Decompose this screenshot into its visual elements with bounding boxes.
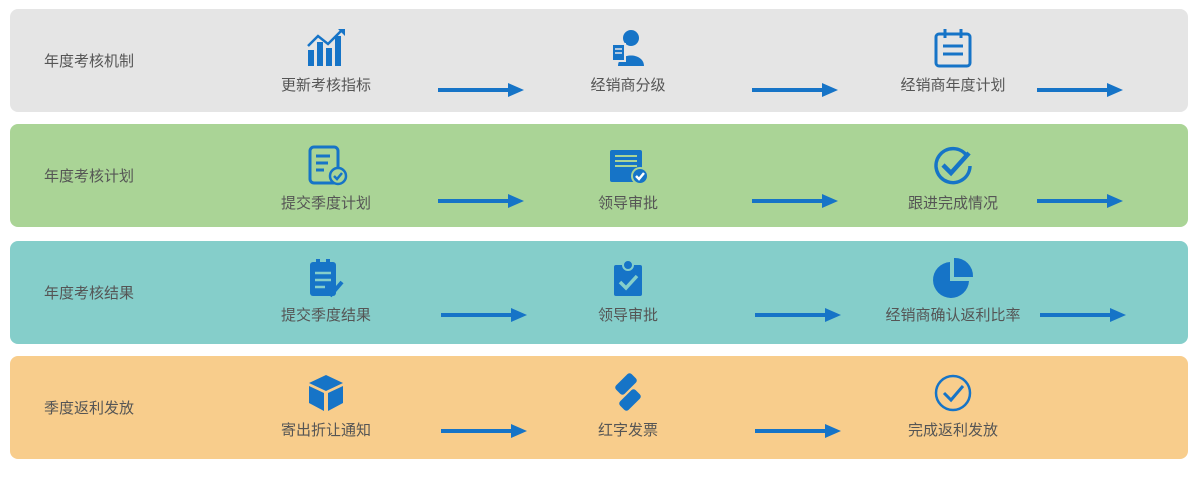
inbox-check-icon bbox=[606, 144, 650, 188]
step-label: 领导审批 bbox=[597, 194, 658, 212]
arrow-icon bbox=[441, 424, 527, 438]
step-leader-approval: 领导审批 bbox=[528, 144, 728, 213]
step-label: 完成返利发放 bbox=[907, 421, 998, 439]
check-circle-icon bbox=[931, 144, 975, 188]
process-row-3: 年度考核结果 提交季度结果 领导审批 bbox=[10, 241, 1188, 344]
step-label: 寄出折让通知 bbox=[280, 421, 371, 439]
row-title: 季度返利发放 bbox=[44, 399, 135, 417]
process-row-2: 年度考核计划 提交季度计划 bbox=[10, 124, 1188, 227]
clipboard-edit-icon bbox=[304, 256, 348, 300]
step-label: 红字发票 bbox=[597, 421, 658, 439]
step-label: 领导审批 bbox=[597, 306, 658, 324]
step-label: 更新考核指标 bbox=[280, 76, 371, 94]
arrow-icon bbox=[1037, 194, 1123, 208]
step-label: 提交季度结果 bbox=[280, 306, 371, 324]
row-title: 年度考核结果 bbox=[44, 284, 135, 302]
step-submit-quarterly-plan: 提交季度计划 bbox=[226, 144, 426, 213]
clipboard-check-icon bbox=[606, 256, 650, 300]
arrow-icon bbox=[438, 194, 524, 208]
row-title: 年度考核机制 bbox=[44, 52, 135, 70]
step-label: 经销商年度计划 bbox=[900, 76, 1006, 94]
bar-chart-icon bbox=[304, 26, 348, 70]
box-icon bbox=[304, 371, 348, 415]
row-title: 年度考核计划 bbox=[44, 167, 135, 185]
step-follow-up-completion: 跟进完成情况 bbox=[853, 144, 1053, 213]
process-row-1: 年度考核机制 更新考核指标 经销商分级 bbox=[10, 9, 1188, 112]
step-leader-approval: 领导审批 bbox=[528, 256, 728, 325]
step-label: 提交季度计划 bbox=[280, 194, 371, 212]
step-complete-rebate: 完成返利发放 bbox=[853, 371, 1053, 440]
step-red-invoice: 红字发票 bbox=[528, 371, 728, 440]
user-card-icon bbox=[606, 26, 650, 70]
arrow-icon bbox=[441, 308, 527, 322]
step-dealer-confirm-rebate: 经销商确认返利比率 bbox=[853, 256, 1053, 325]
step-update-indicators: 更新考核指标 bbox=[226, 26, 426, 95]
step-submit-quarterly-result: 提交季度结果 bbox=[226, 256, 426, 325]
calendar-icon bbox=[931, 26, 975, 70]
arrow-icon bbox=[438, 83, 524, 97]
arrow-icon bbox=[1040, 308, 1126, 322]
pie-chart-icon bbox=[931, 256, 975, 300]
arrow-icon bbox=[752, 83, 838, 97]
document-check-icon bbox=[304, 144, 348, 188]
step-send-discount-notice: 寄出折让通知 bbox=[226, 371, 426, 440]
arrow-icon bbox=[752, 194, 838, 208]
arrow-icon bbox=[755, 308, 841, 322]
step-dealer-annual-plan: 经销商年度计划 bbox=[853, 26, 1053, 95]
step-label: 经销商确认返利比率 bbox=[885, 306, 1021, 324]
arrow-icon bbox=[1037, 83, 1123, 97]
step-label: 经销商分级 bbox=[590, 76, 666, 94]
process-row-4: 季度返利发放 寄出折让通知 红字发票 bbox=[10, 356, 1188, 459]
check-outline-icon bbox=[931, 371, 975, 415]
arrow-icon bbox=[755, 424, 841, 438]
step-dealer-grading: 经销商分级 bbox=[528, 26, 728, 95]
step-label: 跟进完成情况 bbox=[907, 194, 998, 212]
link-icon bbox=[606, 371, 650, 415]
